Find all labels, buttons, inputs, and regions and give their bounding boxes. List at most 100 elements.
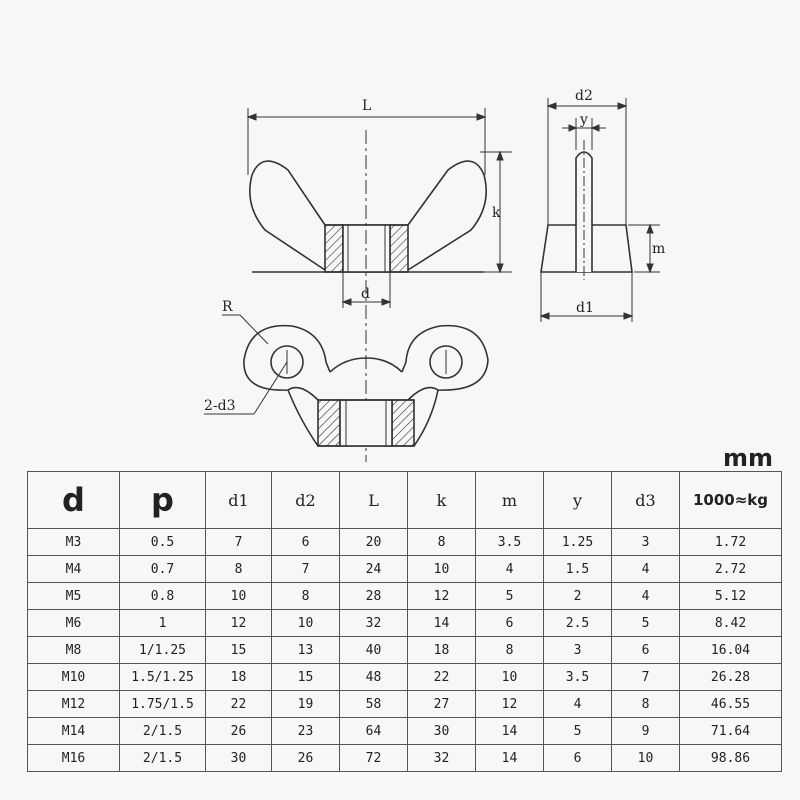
cell-m: 4 xyxy=(475,555,544,583)
cell-d3: 5 xyxy=(611,609,680,637)
cell-y: 6 xyxy=(543,744,612,772)
cell-d2: 19 xyxy=(271,690,340,718)
cell-d1: 7 xyxy=(205,528,272,556)
cell-d3: 4 xyxy=(611,555,680,583)
cell-d1: 8 xyxy=(205,555,272,583)
cell-m: 8 xyxy=(475,636,544,664)
cell-L: 48 xyxy=(339,663,408,691)
cell-d2: 7 xyxy=(271,555,340,583)
cell-weight: 1.72 xyxy=(679,528,782,556)
cell-y: 4 xyxy=(543,690,612,718)
cell-L: 58 xyxy=(339,690,408,718)
cell-d3: 3 xyxy=(611,528,680,556)
cell-size: M6 xyxy=(27,609,120,637)
cell-L: 32 xyxy=(339,609,408,637)
header-d1: d1 xyxy=(205,471,272,529)
cell-k: 32 xyxy=(407,744,476,772)
cell-y: 5 xyxy=(543,717,612,745)
cell-d2: 13 xyxy=(271,636,340,664)
cell-d3: 6 xyxy=(611,636,680,664)
wing-nut-technical-drawing: L k d d2 y m d1 R 2-d3 xyxy=(204,88,665,462)
cell-k: 27 xyxy=(407,690,476,718)
cell-k: 18 xyxy=(407,636,476,664)
cell-weight: 8.42 xyxy=(679,609,782,637)
leader-d3 xyxy=(204,361,288,415)
cell-d3: 10 xyxy=(611,744,680,772)
cell-L: 72 xyxy=(339,744,408,772)
cell-m: 3.5 xyxy=(475,528,544,556)
cell-y: 1.5 xyxy=(543,555,612,583)
table-header-row: d p d1 d2 L k m y d3 1000≈kg xyxy=(27,471,782,529)
cell-y: 2 xyxy=(543,582,612,610)
dimension-d2 xyxy=(546,98,628,225)
cell-L: 20 xyxy=(339,528,408,556)
cell-m: 5 xyxy=(475,582,544,610)
cell-d1: 12 xyxy=(205,609,272,637)
cell-m: 14 xyxy=(475,744,544,772)
header-y: y xyxy=(543,471,612,529)
header-m: m xyxy=(475,471,544,529)
cell-size: M8 xyxy=(27,636,120,664)
label-y: y xyxy=(579,112,588,128)
cell-y: 2.5 xyxy=(543,609,612,637)
cell-d2: 26 xyxy=(271,744,340,772)
cell-L: 28 xyxy=(339,582,408,610)
cell-k: 14 xyxy=(407,609,476,637)
dimension-y xyxy=(562,118,606,150)
cell-y: 3.5 xyxy=(543,663,612,691)
label-k: k xyxy=(492,205,501,221)
cell-d2: 6 xyxy=(271,528,340,556)
cell-L: 24 xyxy=(339,555,408,583)
top-hatch-left xyxy=(317,399,341,447)
dimension-d xyxy=(341,272,392,308)
label-d1: d1 xyxy=(576,300,594,316)
cell-d2: 15 xyxy=(271,663,340,691)
cell-k: 22 xyxy=(407,663,476,691)
cell-pitch: 0.7 xyxy=(119,555,206,583)
left-wing-hole xyxy=(270,345,304,379)
cell-m: 12 xyxy=(475,690,544,718)
cell-pitch: 2/1.5 xyxy=(119,717,206,745)
cell-m: 14 xyxy=(475,717,544,745)
top-view xyxy=(243,324,489,447)
cell-k: 8 xyxy=(407,528,476,556)
dimension-m xyxy=(628,223,660,274)
header-d3: d3 xyxy=(611,471,680,529)
cell-d2: 8 xyxy=(271,582,340,610)
leader-R xyxy=(222,314,269,345)
cell-pitch: 1.75/1.5 xyxy=(119,690,206,718)
cell-weight: 98.86 xyxy=(679,744,782,772)
cell-d1: 18 xyxy=(205,663,272,691)
cell-y: 1.25 xyxy=(543,528,612,556)
cell-size: M12 xyxy=(27,690,120,718)
top-hatch-right xyxy=(391,399,415,447)
cell-size: M4 xyxy=(27,555,120,583)
header-k: k xyxy=(407,471,476,529)
cell-d1: 26 xyxy=(205,717,272,745)
unit-label: mm xyxy=(722,444,773,472)
cell-d2: 23 xyxy=(271,717,340,745)
cell-k: 10 xyxy=(407,555,476,583)
cell-d1: 30 xyxy=(205,744,272,772)
header-d: d xyxy=(27,471,120,529)
right-wing-outline xyxy=(407,160,487,271)
left-wing-outline xyxy=(249,160,326,271)
cell-d3: 7 xyxy=(611,663,680,691)
label-L: L xyxy=(362,98,371,114)
cell-d3: 8 xyxy=(611,690,680,718)
dimension-k xyxy=(410,150,512,274)
dimension-d1 xyxy=(539,272,634,322)
cell-m: 10 xyxy=(475,663,544,691)
label-R: R xyxy=(222,299,233,315)
cell-d3: 4 xyxy=(611,582,680,610)
cell-pitch: 0.8 xyxy=(119,582,206,610)
cell-size: M10 xyxy=(27,663,120,691)
header-p: p xyxy=(119,471,206,529)
cell-size: M3 xyxy=(27,528,120,556)
cell-weight: 26.28 xyxy=(679,663,782,691)
header-d2: d2 xyxy=(271,471,340,529)
